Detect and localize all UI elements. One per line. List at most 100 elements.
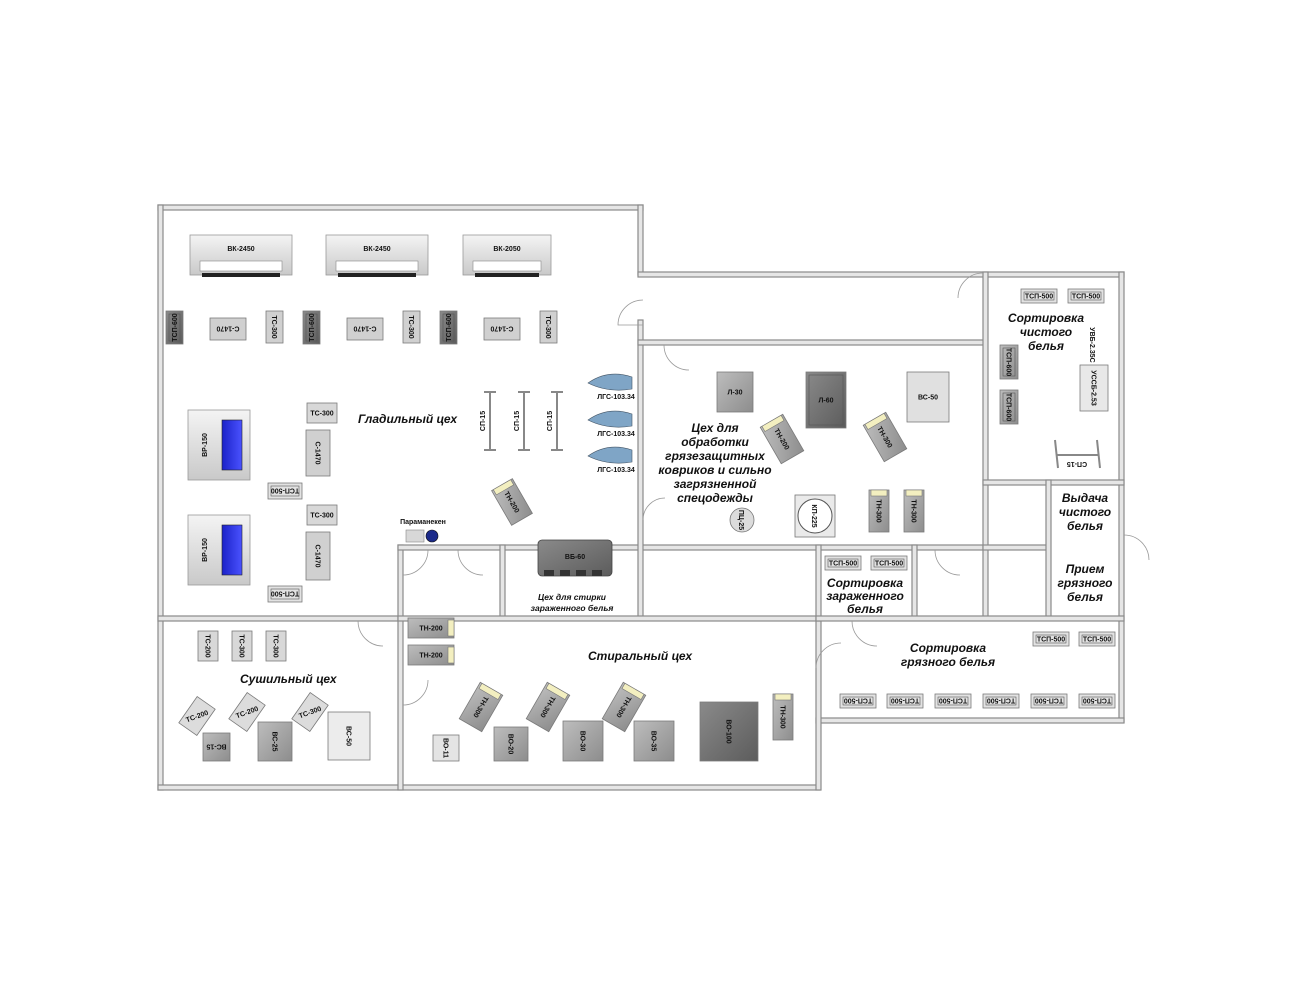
equipment-label: ВС-15 <box>206 743 226 750</box>
table-ts200: ТС-200 <box>197 630 219 662</box>
equipment-label: ТСП-500 <box>829 561 857 568</box>
svg-text:чистого: чистого <box>1059 505 1111 519</box>
equipment-label: ТСП-500 <box>987 697 1015 704</box>
steam-mannequin: Параманекен <box>400 519 446 543</box>
ironing-board-lgs: ЛГС-103.34 <box>587 446 635 474</box>
equipment-label: СП-15 <box>1067 460 1087 467</box>
equipment-label: ТН-300 <box>910 499 917 522</box>
equipment-label: ВР-150 <box>202 433 209 457</box>
equipment-label: С-1470 <box>216 325 239 332</box>
equipment-label: ТСП-500 <box>875 561 903 568</box>
ironing-board-lgs: ЛГС-103.34 <box>587 373 635 401</box>
stand-tsp500: ТСП-500 <box>886 693 924 709</box>
stand-tsp600: ТСП-600 <box>165 310 184 345</box>
svg-text:Сортировка: Сортировка <box>910 641 986 655</box>
room-label-ironing: Гладильный цех <box>358 412 458 426</box>
cabinet-s1470: С-1470 <box>305 429 331 477</box>
washer-vo20: ВО-20 <box>493 726 529 762</box>
rack-sp15: СП-15 <box>514 391 530 451</box>
stand-tsp500: ТСП-500 <box>870 555 908 571</box>
machine-l30: Л-30 <box>716 371 754 413</box>
svg-text:Цех для стирки: Цех для стирки <box>538 592 607 602</box>
table-ts300: ТС-300 <box>539 310 558 344</box>
stand-tsp500: ТСП-500 <box>1020 288 1058 304</box>
equipment-label: ВС-50 <box>345 726 352 746</box>
cart-th200: ТН-200 <box>407 644 455 666</box>
ironer-machine: ВК-2050 <box>462 234 552 277</box>
equipment-label: УССБ-2.53 <box>1090 370 1097 406</box>
svg-text:загрязненной: загрязненной <box>674 477 757 491</box>
equipment-label: ТСП-500 <box>939 697 967 704</box>
cart-th300: ТН-300 <box>868 489 890 533</box>
equipment-label: ВК-2450 <box>363 246 390 253</box>
equipment-label: ТС-300 <box>272 634 279 657</box>
dryer-vs50: ВС-50 <box>327 711 371 761</box>
equipment-label: КП-225 <box>810 504 817 527</box>
stand-tsp500: ТСП-500 <box>1030 693 1068 709</box>
equipment-label: ПЦ-25 <box>737 510 744 530</box>
svg-text:Прием: Прием <box>1066 562 1105 576</box>
equipment-label: ТС-300 <box>238 634 245 657</box>
cart-th300: ТН-300 <box>601 681 647 733</box>
cart-th300: ТН-300 <box>903 489 925 533</box>
equipment-label: ЛГС-103.34 <box>597 431 635 438</box>
washer-vo100: ВО-100 <box>699 701 759 762</box>
equipment-label: ТСП-600 <box>1005 348 1012 376</box>
equipment-label: ВО-100 <box>725 719 732 743</box>
equipment-label: ТСП-600 <box>1005 393 1012 421</box>
svg-text:белья: белья <box>1028 339 1064 353</box>
rack-sp15: СП-15 <box>1054 439 1101 469</box>
equipment-label: СП-15 <box>514 411 521 431</box>
stand-tsp500: ТСП-500 <box>267 585 303 603</box>
equipment-label: ВК-2050 <box>493 246 520 253</box>
svg-text:Сортировка: Сортировка <box>1008 311 1084 325</box>
room-label-washing: Стиральный цех <box>588 649 693 663</box>
table-ts300: ТС-300 <box>291 692 329 732</box>
svg-text:обработки: обработки <box>681 435 749 449</box>
cabinet-s1470: С-1470 <box>483 317 521 341</box>
room-label-mats: Цех для обработки грязезащитных ковриков… <box>658 421 771 505</box>
table-ts300: ТС-300 <box>231 630 253 662</box>
room-label-sort-infected: Сортировка зараженного белья <box>826 576 904 616</box>
press-vr150: ВР-150 <box>187 514 251 586</box>
equipment-label: ТСП-600 <box>309 313 316 341</box>
svg-text:белья: белья <box>1067 590 1103 604</box>
equipment-label: ТСП-500 <box>271 590 299 597</box>
room-label-receive-dirty: Прием грязного белья <box>1058 562 1113 604</box>
ironer-machine: ВК-2450 <box>189 234 293 277</box>
equipment-label: ТСП-500 <box>1037 637 1065 644</box>
equipment-label: Л-60 <box>818 398 833 405</box>
equipment-label: С-1470 <box>314 545 321 568</box>
stand-tsp500: ТСП-500 <box>1032 631 1070 647</box>
table-ts300: ТС-300 <box>306 504 338 526</box>
cart-th300: ТН-300 <box>772 693 794 741</box>
equipment-label: ЛГС-103.34 <box>597 394 635 401</box>
equipment-label: ВО-30 <box>579 731 586 752</box>
rack-sp15: СП-15 <box>480 391 496 451</box>
cart-th300: ТН-300 <box>458 681 504 733</box>
equipment-label: ТС-300 <box>544 315 551 338</box>
stand-tsp500: ТСП-500 <box>1078 631 1116 647</box>
equipment-label: ВБ-60 <box>565 554 585 561</box>
equipment-label: ТСП-500 <box>271 487 299 494</box>
walls <box>157 204 1125 791</box>
equipment-label: ТС-300 <box>310 411 333 418</box>
stand-tsp600: ТСП-600 <box>999 389 1019 425</box>
cart-th200: ТН-200 <box>407 617 455 639</box>
stand-tsp500: ТСП-500 <box>982 693 1020 709</box>
equipment-label: СП-15 <box>547 411 554 431</box>
equipment-label: С-1470 <box>490 325 513 332</box>
equipment-label: Параманекен <box>400 519 446 526</box>
svg-text:грязного белья: грязного белья <box>901 655 995 669</box>
equipment-label: ТН-300 <box>875 499 882 522</box>
equipment-label: ВС-50 <box>918 395 938 402</box>
equipment-label: ТН-300 <box>779 705 786 728</box>
room-label-sort-clean: Сортировка чистого белья <box>1008 311 1084 353</box>
stand-tsp600: ТСП-600 <box>999 344 1019 380</box>
equipment-label: ВР-150 <box>202 538 209 562</box>
room-label-sort-dirty: Сортировка грязного белья <box>901 641 995 669</box>
equipment-label: ТСП-500 <box>1083 697 1111 704</box>
rack-sp15: СП-15 <box>547 391 563 451</box>
cart-th300: ТН-300 <box>862 411 908 463</box>
